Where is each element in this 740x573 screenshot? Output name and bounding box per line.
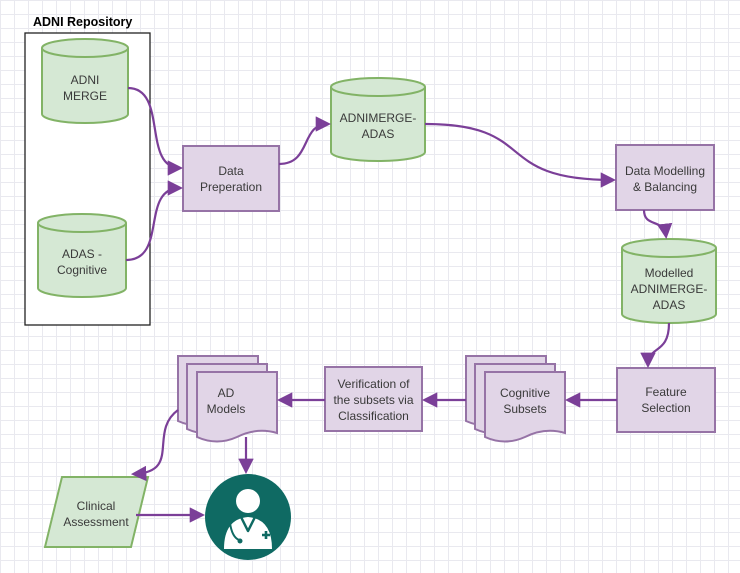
adni-merge-line1: ADNI <box>70 73 100 87</box>
adnimerge-adas-label: ADNIMERGE- ADAS <box>331 110 425 142</box>
cognitive-subsets-label: Cognitive Subsets <box>485 385 565 417</box>
arrow-modelling-to-modelled <box>642 209 673 240</box>
data-preparation-line2: Preperation <box>199 180 263 194</box>
data-modelling-line2: & Balancing <box>632 180 698 194</box>
modelled-adnimerge-label: Modelled ADNIMERGE- ADAS <box>622 265 716 313</box>
verification-label: Verification of the subsets via Classifi… <box>325 376 422 424</box>
ad-models-documents <box>177 355 278 443</box>
adas-cognitive-line2: Cognitive <box>56 263 108 277</box>
cognitive-subsets-line1: Cognitive <box>499 386 551 400</box>
adni-merge-label: ADNI MERGE <box>42 72 128 104</box>
adni-merge-line2: MERGE <box>62 89 107 103</box>
adnimerge-adas-line1: ADNIMERGE- <box>339 111 417 125</box>
cognitive-subsets-line2: Subsets <box>503 402 547 416</box>
flow-connectors <box>125 86 673 523</box>
feature-selection-label: Feature Selection <box>617 384 715 416</box>
ad-models-line2: Models <box>206 402 246 416</box>
data-modelling-box <box>615 144 715 211</box>
adas-cognitive-cylinder <box>37 213 127 298</box>
verification-line2: the subsets via <box>333 393 414 407</box>
modelled-adnimerge-cylinder <box>621 238 717 324</box>
data-modelling-label: Data Modelling & Balancing <box>616 163 714 195</box>
ad-models-line1: AD <box>217 386 235 400</box>
arrow-preparation-to-adnimerge-adas <box>278 116 332 166</box>
data-preparation-label: Data Preperation <box>183 163 279 195</box>
clinical-assessment-line1: Clinical <box>76 499 116 513</box>
adas-cognitive-line1: ADAS - <box>61 247 102 261</box>
adas-cognitive-label: ADAS - Cognitive <box>38 246 126 278</box>
adnimerge-adas-line2: ADAS <box>361 127 395 141</box>
data-preparation-line1: Data <box>218 164 244 178</box>
arrow-adni-merge-to-preparation <box>127 86 184 176</box>
ad-models-label: AD Models <box>197 385 255 417</box>
modelled-adnimerge-line2: ADNIMERGE- <box>630 282 708 296</box>
arrow-adas-to-preparation <box>125 180 184 262</box>
data-modelling-line1: Data Modelling <box>624 164 706 178</box>
modelled-adnimerge-line3: ADAS <box>652 298 686 312</box>
verification-line1: Verification of <box>337 377 410 391</box>
clinical-assessment-shape <box>43 476 150 548</box>
doctor-icon <box>205 474 291 560</box>
verification-box <box>324 366 423 432</box>
feature-selection-line1: Feature <box>645 385 687 399</box>
adni-merge-cylinder <box>41 38 129 124</box>
arrow-modelled-to-feature <box>640 322 671 369</box>
cognitive-subsets-documents <box>465 355 566 443</box>
repository-title: ADNI Repository <box>33 15 133 29</box>
modelled-adnimerge-line1: Modelled <box>644 266 694 280</box>
clinical-assessment-line2: Assessment <box>63 515 129 529</box>
feature-selection-line2: Selection <box>641 401 691 415</box>
arrow-models-to-assessment <box>130 409 179 482</box>
arrow-adnimerge-adas-to-modelling <box>424 122 617 188</box>
adnimerge-adas-cylinder <box>330 77 426 162</box>
verification-line3: Classification <box>338 409 409 423</box>
data-preparation-box <box>182 145 280 212</box>
clinical-assessment-label: Clinical Assessment <box>48 498 144 530</box>
